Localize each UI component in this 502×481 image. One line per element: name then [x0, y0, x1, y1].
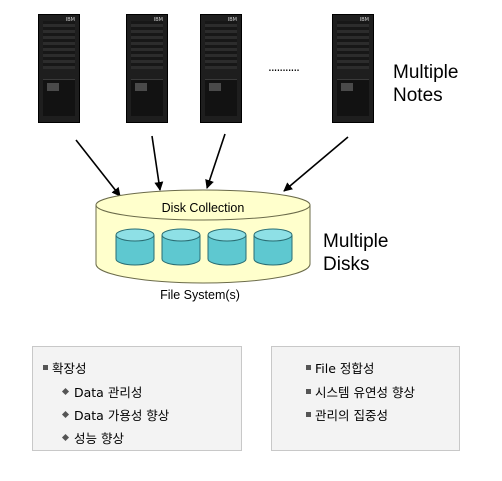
ibm-logo: IBM: [153, 17, 163, 23]
square-bullet-icon: [306, 365, 311, 370]
disk-2: [161, 228, 201, 266]
disk-1: [115, 228, 155, 266]
disk-4: [253, 228, 293, 266]
list-item: 관리의 집중성: [306, 408, 388, 424]
arrow-3: [205, 133, 226, 189]
ibm-logo: IBM: [359, 17, 369, 23]
arrow-4: [283, 136, 349, 192]
arrow-1: [75, 139, 121, 197]
multiple-disks-caption: Multiple Disks: [323, 230, 388, 276]
square-bullet-icon: [306, 389, 311, 394]
server-tower-1: IBM: [38, 14, 80, 123]
diamond-bullet-icon: [61, 410, 70, 419]
disk-collection-label: Disk Collection: [162, 201, 245, 215]
square-bullet-icon: [306, 412, 311, 417]
ibm-logo: IBM: [65, 17, 75, 23]
integrity-box: File 정합성 시스템 유연성 향상 관리의 집중성: [271, 346, 460, 451]
square-bullet-icon: [43, 365, 48, 370]
scalability-heading: 확장성: [43, 361, 87, 377]
diamond-bullet-icon: [61, 387, 70, 396]
ibm-logo: IBM: [227, 17, 237, 23]
server-tower-2: IBM: [126, 14, 168, 123]
server-tower-4: IBM: [332, 14, 374, 123]
caption-line: Notes: [393, 85, 443, 106]
disk-collection-cylinder: [95, 205, 311, 284]
list-item: Data 가용성 향상: [61, 408, 169, 424]
caption-line: Disks: [323, 254, 370, 275]
diamond-bullet-icon: [61, 433, 70, 442]
file-system-label: File System(s): [160, 288, 240, 302]
caption-line: Multiple: [393, 62, 459, 83]
multiple-notes-caption: Multiple Notes: [393, 61, 458, 107]
scalability-box: 확장성 Data 관리성 Data 가용성 향상 성능 향상: [32, 346, 242, 451]
more-servers-ellipsis: ...........: [268, 60, 300, 74]
server-tower-3: IBM: [200, 14, 242, 123]
list-item: 성능 향상: [61, 431, 124, 447]
list-item: File 정합성: [306, 361, 374, 377]
list-item: Data 관리성: [61, 385, 142, 401]
arrow-2: [151, 135, 164, 191]
cylinder-top: [95, 189, 311, 221]
list-item: 시스템 유연성 향상: [306, 385, 415, 401]
disk-3: [207, 228, 247, 266]
caption-line: Multiple: [323, 231, 389, 252]
